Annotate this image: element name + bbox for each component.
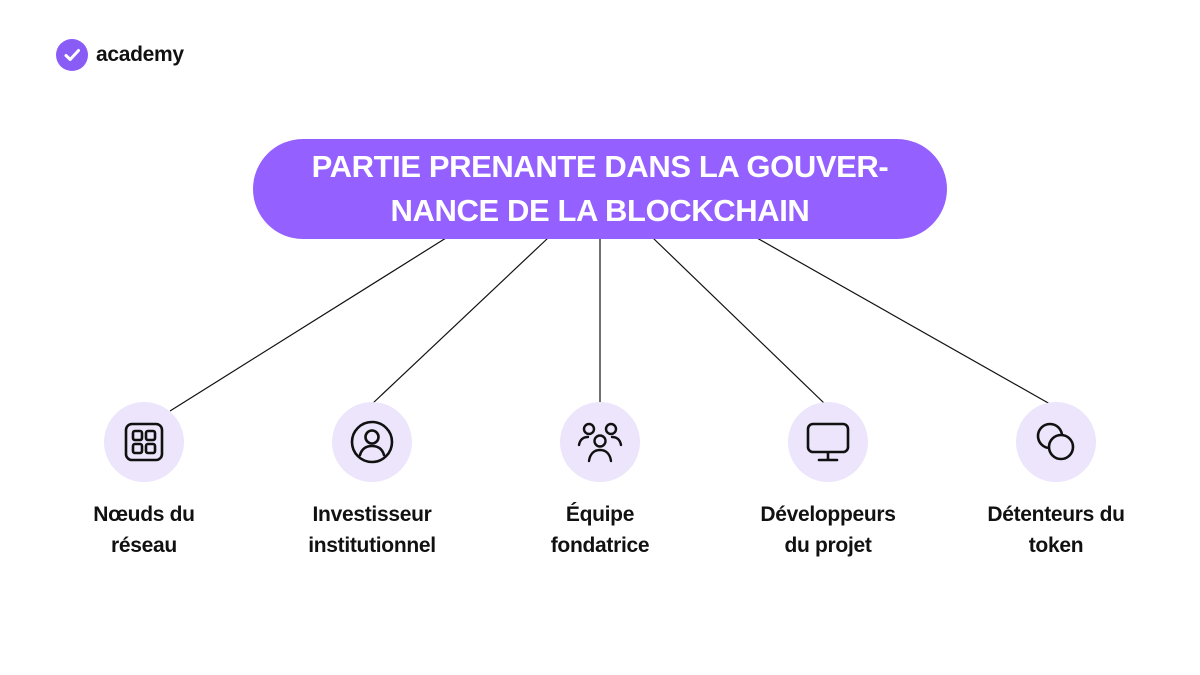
user-circle-icon (350, 420, 394, 464)
stakeholder-icon-circle (560, 402, 640, 482)
stakeholder-network-nodes: Nœuds du réseau (34, 402, 254, 561)
stakeholder-label: Développeurs du projet (760, 503, 896, 557)
diagram-title-text: PARTIE PRENANTE DANS LA GOUVER- NANCE DE… (311, 149, 889, 228)
check-icon (56, 39, 88, 71)
connector-line (169, 237, 447, 412)
team-icon (577, 422, 623, 463)
connector-line (371, 237, 549, 405)
stakeholder-institutional-investor: Investisseur institutionnel (262, 402, 482, 561)
grid-icon (124, 422, 164, 462)
stakeholder-label: Détenteurs du token (987, 503, 1125, 557)
stakeholder-project-developers: Développeurs du projet (718, 402, 938, 561)
stakeholder-label: Investisseur institutionnel (308, 503, 436, 557)
stakeholder-icon-circle (104, 402, 184, 482)
coins-icon (1036, 422, 1075, 461)
monitor-icon (806, 422, 850, 462)
stakeholder-icon-circle (1016, 402, 1096, 482)
stakeholder-founding-team: Équipe fondatrice (490, 402, 710, 561)
diagram-title: PARTIE PRENANTE DANS LA GOUVER- NANCE DE… (253, 139, 947, 239)
stakeholder-icon-circle (788, 402, 868, 482)
brand-logo: academy (56, 38, 184, 72)
connector-line (756, 237, 1051, 405)
stakeholder-label: Équipe fondatrice (550, 503, 650, 557)
connector-line (652, 237, 826, 405)
stakeholder-token-holders: Détenteurs du token (946, 402, 1166, 561)
stakeholder-label: Nœuds du réseau (93, 503, 195, 557)
stakeholder-icon-circle (332, 402, 412, 482)
brand-name: academy (96, 43, 184, 66)
